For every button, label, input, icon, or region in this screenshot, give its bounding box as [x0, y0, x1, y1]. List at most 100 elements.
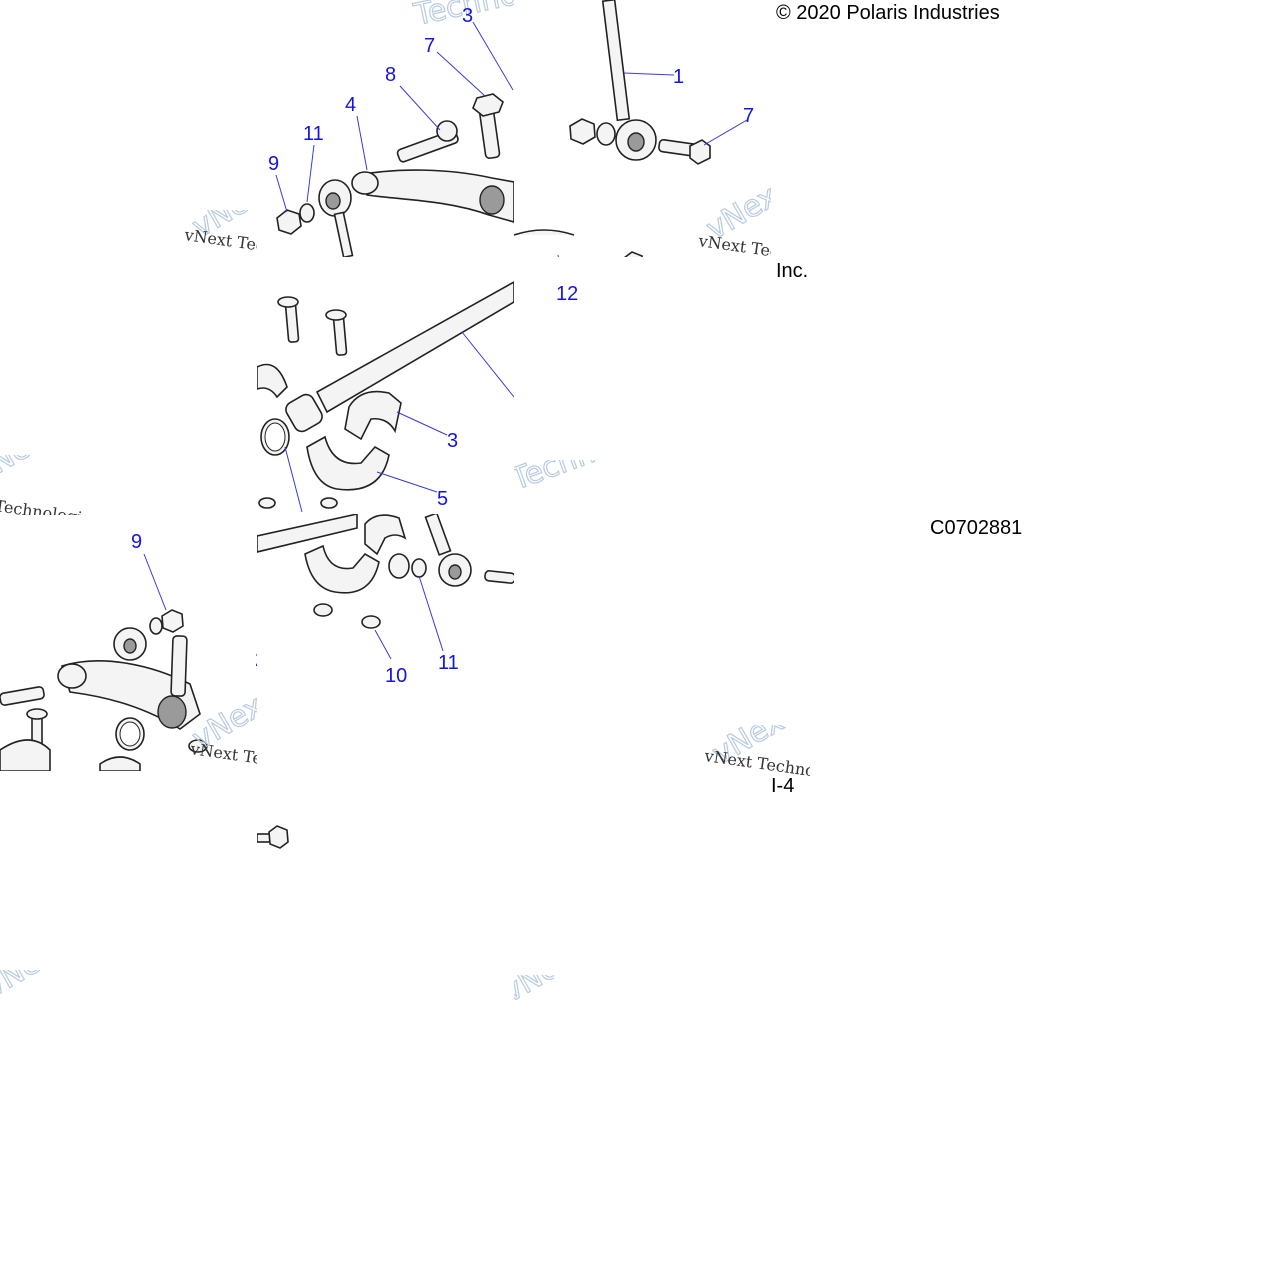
callout-number: 5: [437, 488, 448, 510]
nut-part: [624, 251, 644, 257]
bolt-part: [484, 570, 514, 584]
copyright-suffix: Inc.: [776, 260, 809, 282]
bolt-head-part: [689, 139, 711, 165]
watermark-strip: vNext vNext Technologies: [700, 725, 810, 785]
pin-head-part: [325, 309, 347, 321]
diagram-tile-upper-right: vNext vNext Technologies 1 7: [514, 0, 771, 257]
link-rod-part: [601, 0, 631, 122]
nut-part: [258, 497, 276, 509]
pin-head-part: [26, 708, 48, 720]
leader-line: [356, 115, 368, 171]
link-end-bore-part: [448, 564, 462, 580]
callout-number: 11: [303, 123, 324, 145]
bushing-part: [0, 739, 51, 771]
callout-number: 7: [424, 35, 435, 57]
rocker-arm-eye-part: [57, 663, 87, 689]
link-end-bore-part: [325, 192, 341, 210]
washer-part: [388, 553, 410, 579]
link-rod-part: [424, 514, 452, 556]
watermark-text: vNext Technologies: [182, 225, 257, 257]
washer-part: [299, 203, 315, 223]
watermark-strip: vNext: [0, 970, 40, 1030]
callout-number: 1: [673, 66, 684, 88]
part-fragment: [514, 229, 575, 236]
clamp-part: [306, 435, 390, 491]
diagram-tile-center: 3 5: [257, 257, 514, 514]
leader-line: [374, 629, 392, 660]
leader-line: [557, 254, 559, 257]
page-fragment: I-4: [771, 775, 795, 797]
diagram-tile-lower-left: 9 2 vNext vNext Technologies: [0, 514, 257, 771]
callout-number: 9: [131, 531, 142, 553]
callout-number: 10: [385, 665, 407, 687]
bushing-part: [364, 514, 407, 556]
callout-number: 3: [447, 430, 458, 452]
callout-number: 3: [462, 5, 473, 27]
bolt-head-part: [472, 93, 504, 117]
nut-part: [361, 615, 381, 629]
leader-line: [306, 144, 315, 203]
nut-part: [188, 739, 208, 753]
watermark-strip: Technologies: [514, 460, 624, 520]
callout-number: 2: [255, 649, 257, 671]
diagram-tile-upper-left: Technologies 3 7: [257, 0, 514, 257]
watermark-text: vNext Technologies: [188, 739, 257, 771]
leader-line: [284, 446, 303, 513]
watermark-text: vNext: [514, 975, 554, 1010]
clamp-part: [304, 544, 380, 594]
leader-line: [418, 575, 444, 652]
leader-line: [703, 119, 748, 146]
link-rod-part: [333, 211, 354, 257]
nut-part: [161, 609, 184, 633]
figure-code: C0702881: [930, 517, 1023, 539]
bushing-part: [99, 756, 141, 771]
rocker-arm-part: [355, 169, 514, 223]
watermark-text: Technologies: [0, 496, 100, 515]
rocker-arm-hub-part: [479, 185, 505, 215]
stabilizer-bar-part: [257, 514, 358, 553]
callout-number: 4: [345, 94, 356, 116]
diagram-tile-lower-center: 10 11: [257, 514, 514, 771]
bar-spline-part: [285, 393, 323, 433]
link-end-bore-part: [627, 132, 645, 152]
bolt-head-part: [268, 825, 289, 849]
nut-part: [320, 497, 338, 509]
watermark-text: Technologies: [514, 460, 624, 498]
bolt-part: [0, 686, 45, 706]
rocker-arm-hub-part: [157, 695, 187, 729]
nut-part: [313, 603, 333, 617]
clamp-part: [257, 363, 288, 399]
pin-head-part: [277, 296, 299, 308]
callout-number: 12: [556, 283, 579, 305]
callout-number: 11: [438, 652, 459, 674]
watermark-strip: vNext: [514, 975, 554, 1035]
nut-part: [276, 209, 302, 235]
callout-number: 7: [743, 105, 754, 127]
watermark-text: vNext: [0, 970, 40, 1005]
bushing-part: [344, 390, 402, 441]
stabilizer-bar-part: [315, 281, 514, 414]
leader-line: [623, 72, 675, 76]
leader-line: [376, 471, 438, 493]
leader-line: [396, 411, 448, 436]
leader-line: [436, 51, 486, 97]
o-ring-inner-part: [264, 422, 286, 452]
washer-part: [411, 558, 427, 578]
rocker-arm-eye-part: [351, 171, 379, 195]
callout-number: 8: [385, 64, 396, 86]
leader-line: [472, 21, 514, 91]
watermark-strip: vNext vNext Technologies: [180, 210, 257, 257]
leader-line: [399, 85, 441, 131]
leader-line: [461, 331, 514, 398]
watermark-text: vNext: [0, 455, 62, 490]
watermark-text: vNext Technologies: [696, 231, 771, 257]
watermark-strip: vNext Technologies: [0, 455, 100, 515]
copyright-notice: © 2020 Polaris Industries: [776, 2, 1000, 24]
washer-part: [149, 617, 163, 635]
callout-number: 9: [268, 153, 279, 175]
leader-line: [143, 553, 167, 611]
nut-part: [569, 118, 596, 145]
diagram-tile-fragment: [257, 820, 297, 856]
bolt-part: [170, 635, 188, 697]
